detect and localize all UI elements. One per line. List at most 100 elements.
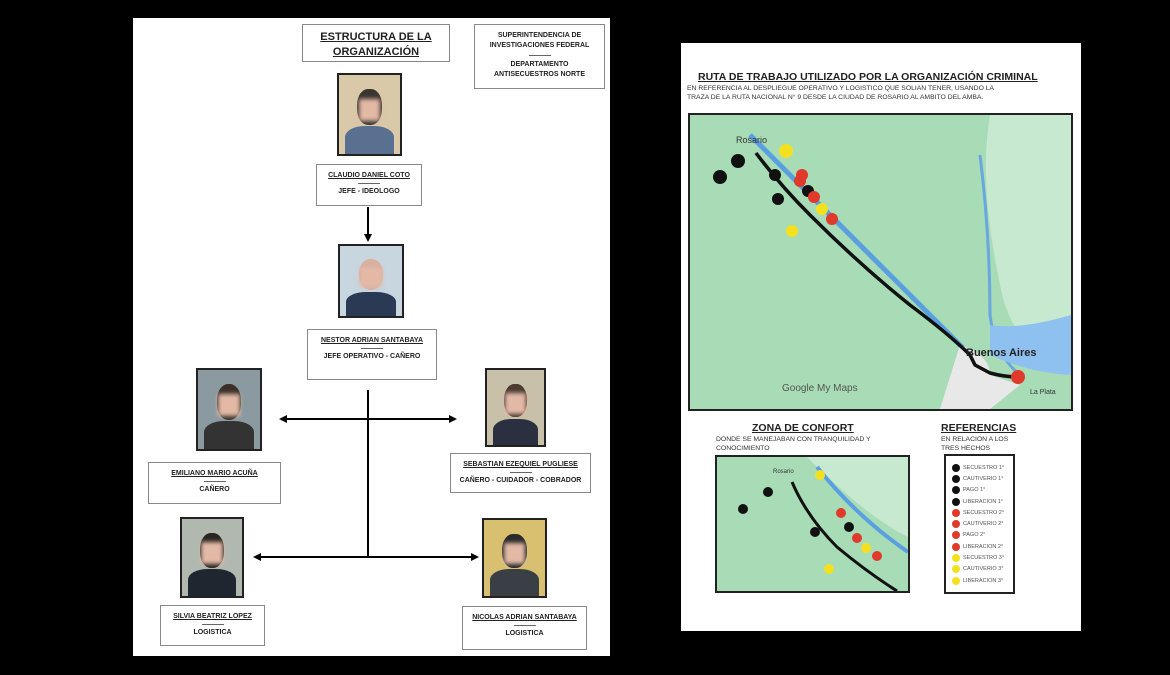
marker-icon	[952, 554, 960, 563]
member-card-claudio: CLAUDIO DANIEL COTO JEFE - IDEOLOGO	[316, 164, 422, 206]
connector-line	[260, 556, 472, 558]
map-label-la-plata: La Plata	[1030, 389, 1056, 396]
photo-claudio	[337, 73, 402, 156]
member-card-nestor: NESTOR ADRIAN SANTABAYA JEFE OPERATIVO - …	[307, 329, 437, 380]
legend-label: PAGO 1°	[963, 487, 986, 494]
arrow-head	[279, 415, 287, 423]
member-role: JEFE - IDEOLOGO	[338, 188, 400, 195]
marker-icon	[952, 531, 960, 540]
member-role: LOGISTICA	[505, 630, 544, 637]
marker-icon	[952, 463, 960, 472]
connector-line	[367, 207, 369, 235]
comfort-desc-line1: DONDE SE MANEJABAN CON TRANQUILIDAD Y	[716, 436, 871, 443]
divider	[528, 55, 551, 56]
legend-item: CAUTIVERIO 3°	[946, 564, 1013, 575]
marker-icon	[952, 520, 960, 529]
arrow-head	[253, 553, 261, 561]
comfort-map-graphic	[738, 457, 908, 591]
org-title-line2: ORGANIZACIÓN	[332, 46, 420, 58]
legend-item: PAGO 2°	[946, 530, 1013, 541]
marker-icon	[952, 486, 960, 495]
legend-label: LIBERACION 3°	[963, 577, 1004, 584]
references-desc: EN RELACION A LOS TRES HECHOS	[941, 435, 1008, 453]
references-title: REFERENCIAS	[941, 422, 1017, 434]
agency-line1: SUPERINTENDENCIA DE	[497, 32, 582, 39]
marker-icon	[952, 542, 960, 551]
legend-label: CAUTIVERIO 1°	[963, 475, 1004, 482]
arrow-head	[449, 415, 457, 423]
references-desc-line2: TRES HECHOS	[941, 445, 991, 452]
photo-silvia	[180, 517, 244, 598]
subtitle-line2: TRAZA DE LA RUTA NACIONAL N° 9 DESDE LA …	[687, 94, 984, 101]
map-graphic	[713, 115, 1071, 409]
comfort-map-label-rosario: Rosario	[773, 469, 794, 475]
legend-item: CAUTIVERIO 1°	[946, 473, 1013, 484]
member-role: CAÑERO	[199, 486, 230, 493]
arrow-head	[364, 234, 372, 242]
divider	[201, 624, 224, 625]
member-name: EMILIANO MARIO ACUÑA	[171, 470, 258, 477]
legend-item: LIBERACION 2°	[946, 541, 1013, 552]
comfort-desc-line2: CONOCIMIENTO	[716, 445, 770, 452]
legend-label: CAUTIVERIO 3°	[963, 566, 1004, 573]
member-role: LOGISTICA	[193, 629, 232, 636]
member-name: NICOLAS ADRIAN SANTABAYA	[472, 614, 577, 621]
connector-line	[367, 390, 369, 558]
route-subtitle: EN REFERENCIA AL DESPLIEGUE OPERATIVO Y …	[687, 84, 994, 102]
legend-item: CAUTIVERIO 2°	[946, 518, 1013, 529]
member-role: CAÑERO - CUIDADOR - COBRADOR	[459, 477, 582, 484]
member-card-emiliano: EMILIANO MARIO ACUÑA CAÑERO	[148, 462, 281, 504]
comfort-desc: DONDE SE MANEJABAN CON TRANQUILIDAD Y CO…	[716, 435, 871, 453]
legend-item: LIBERACION 1°	[946, 496, 1013, 507]
divider	[513, 625, 536, 626]
member-name: SILVIA BEATRIZ LOPEZ	[173, 613, 252, 620]
legend-label: LIBERACION 2°	[963, 543, 1004, 550]
photo-nicolas	[482, 518, 547, 598]
member-name: CLAUDIO DANIEL COTO	[328, 172, 410, 179]
legend-label: LIBERACION 1°	[963, 498, 1004, 505]
comfort-zone-map[interactable]: Rosario	[715, 455, 910, 593]
department-line2: ANTISECUESTROS NORTE	[493, 71, 585, 78]
legend-item: PAGO 1°	[946, 485, 1013, 496]
member-card-silvia: SILVIA BEATRIZ LOPEZ LOGISTICA	[160, 605, 265, 646]
photo-emiliano	[196, 368, 262, 451]
legend-label: SECUESTRO 3°	[963, 555, 1005, 562]
member-name: NESTOR ADRIAN SANTABAYA	[320, 337, 424, 344]
references-desc-line1: EN RELACION A LOS	[941, 436, 1009, 443]
legend-label: CAUTIVERIO 2°	[963, 521, 1004, 528]
marker-icon	[952, 576, 960, 585]
legend-label: SECUESTRO 2°	[963, 509, 1005, 516]
map-label-buenos-aires: Buenos Aires	[966, 347, 1037, 359]
marker-icon	[952, 565, 960, 574]
route-title: RUTA DE TRABAJO UTILIZADO POR LA ORGANIZ…	[698, 71, 1038, 83]
comfort-title: ZONA DE CONFORT	[752, 422, 854, 434]
legend-label: SECUESTRO 1°	[963, 464, 1005, 471]
photo-sebastian	[485, 368, 546, 447]
divider	[509, 472, 532, 473]
photo-nestor	[338, 244, 404, 318]
marker-icon	[952, 474, 960, 483]
legend-item: SECUESTRO 3°	[946, 552, 1013, 563]
subtitle-line1: EN REFERENCIA AL DESPLIEGUE OPERATIVO Y …	[687, 85, 995, 92]
divider	[358, 183, 380, 184]
member-card-sebastian: SEBASTIAN EZEQUIEL PUGLIESE CAÑERO - CUID…	[450, 453, 591, 493]
marker-icon	[952, 508, 960, 517]
route-map[interactable]: Rosario Buenos Aires La Plata Google My …	[688, 113, 1073, 411]
divider	[203, 481, 226, 482]
member-name: SEBASTIAN EZEQUIEL PUGLIESE	[463, 461, 578, 468]
legend-item: LIBERACION 3°	[946, 575, 1013, 586]
references-legend: SECUESTRO 1° CAUTIVERIO 1° PAGO 1° LIBERACI…	[944, 454, 1015, 594]
google-my-maps-logo: Google My Maps	[782, 383, 858, 394]
divider	[361, 348, 383, 349]
member-role: JEFE OPERATIVO - CAÑERO	[323, 353, 421, 360]
org-title-line1: ESTRUCTURA DE LA	[320, 31, 432, 43]
map-label-rosario: Rosario	[736, 135, 768, 145]
arrow-head	[471, 553, 479, 561]
legend-label: PAGO 2°	[963, 532, 986, 539]
legend-item: SECUESTRO 2°	[946, 507, 1013, 518]
marker-icon	[952, 497, 960, 506]
agency-box: SUPERINTENDENCIA DE INVESTIGACIONES FEDE…	[474, 24, 605, 89]
legend-item: SECUESTRO 1°	[946, 462, 1013, 473]
department-line1: DEPARTAMENTO	[510, 61, 569, 68]
org-title-box: ESTRUCTURA DE LA ORGANIZACIÓN	[302, 24, 450, 62]
